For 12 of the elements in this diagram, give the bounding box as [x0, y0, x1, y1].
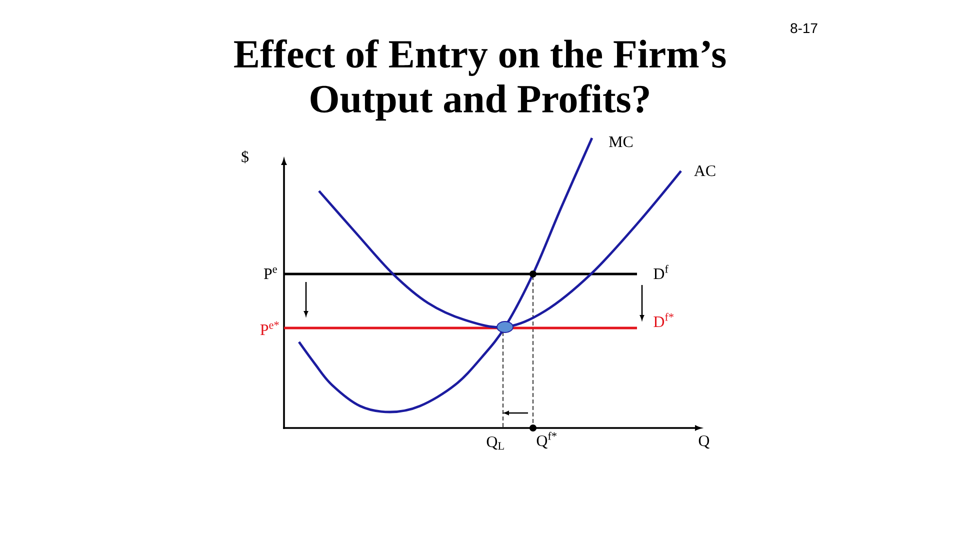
demand-label: D$^{f*}$	[654, 312, 674, 328]
curve-label: AC	[694, 165, 716, 176]
slide-number: 8-17	[790, 23, 818, 34]
title: Effect of Entry on the Firm’s Output and Profits?	[234, 39, 726, 121]
quantity-label: Q$_{L}$	[486, 436, 504, 450]
axis-label: $	[242, 150, 248, 164]
demand-label: D$^{f}$	[654, 264, 668, 280]
axis-label: Q	[698, 435, 710, 449]
quantity-label: Q$^{f*}$	[536, 432, 556, 449]
price-label: P$^{e}$	[264, 268, 277, 279]
curve-label: MC	[609, 136, 633, 148]
price-label: P$^{e*}$	[260, 321, 279, 335]
